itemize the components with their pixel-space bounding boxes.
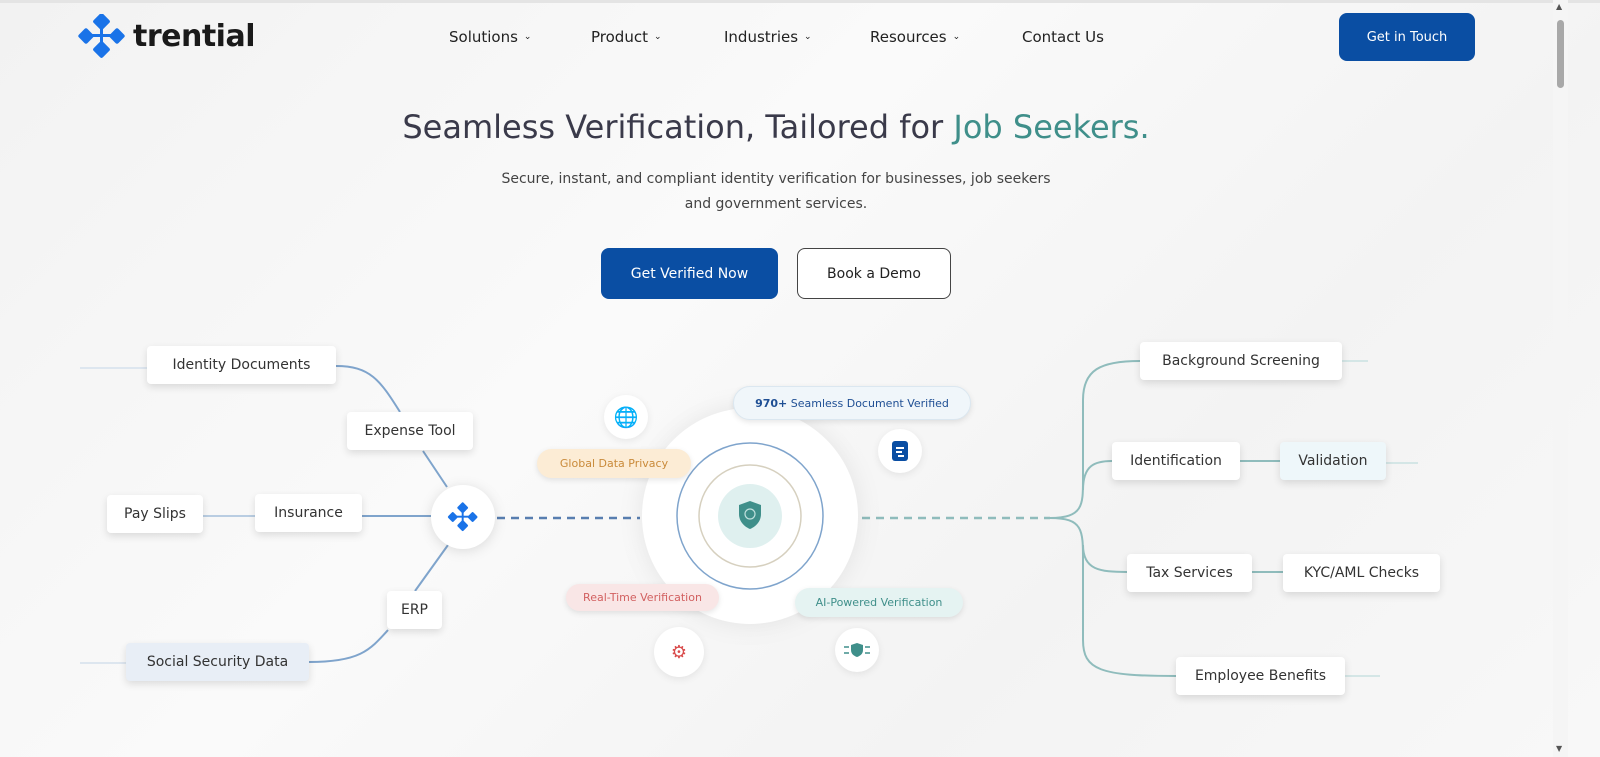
nav-contact-us[interactable]: Contact Us xyxy=(1022,28,1104,46)
nav-industries[interactable]: Industries ⌄ xyxy=(724,28,812,46)
node-employee-benefits: Employee Benefits xyxy=(1176,657,1345,695)
node-identity-documents: Identity Documents xyxy=(147,346,336,384)
trential-hub-icon xyxy=(447,502,478,531)
shield-fingerprint-icon xyxy=(739,501,761,529)
hero-title: Seamless Verification, Tailored for Job … xyxy=(0,108,1552,146)
node-background-screening: Background Screening xyxy=(1140,342,1342,380)
node-pay-slips: Pay Slips xyxy=(107,495,203,533)
nav-solutions[interactable]: Solutions ⌄ xyxy=(449,28,531,46)
chevron-down-icon: ⌄ xyxy=(804,32,812,42)
pill-real-time-verification: Real-Time Verification xyxy=(566,584,719,611)
pill-ai-powered-verification: AI-Powered Verification xyxy=(795,588,963,617)
top-border xyxy=(0,0,1600,3)
nav-label: Industries xyxy=(724,28,799,46)
chevron-down-icon: ⌄ xyxy=(653,32,662,42)
node-erp: ERP xyxy=(387,591,442,629)
get-verified-now-button[interactable]: Get Verified Now xyxy=(601,248,778,299)
workflow-check-icon: ⚙ xyxy=(654,627,704,677)
node-validation: Validation xyxy=(1280,442,1386,480)
ai-shield-icon xyxy=(835,628,879,672)
verified-count: 970+ xyxy=(755,396,788,410)
node-identification: Identification xyxy=(1112,442,1240,480)
brand-name: trential xyxy=(133,18,256,54)
node-kyc-aml-checks: KYC/AML Checks xyxy=(1283,554,1440,592)
trential-logo-icon xyxy=(78,14,125,58)
scrollbar-thumb[interactable] xyxy=(1557,20,1564,88)
scrollbar-track[interactable] xyxy=(1553,0,1568,757)
pill-global-data-privacy: Global Data Privacy xyxy=(537,449,691,478)
pill-documents-verified: 970+ Seamless Document Verified xyxy=(733,386,971,420)
get-in-touch-button[interactable]: Get in Touch xyxy=(1339,13,1475,61)
chevron-down-icon: ⌄ xyxy=(523,32,532,42)
nav-label: Resources xyxy=(870,28,947,46)
hero-subtitle: Secure, instant, and compliant identity … xyxy=(476,167,1076,217)
nav-product[interactable]: Product ⌄ xyxy=(591,28,662,46)
book-a-demo-button[interactable]: Book a Demo xyxy=(797,248,951,299)
brand-logo[interactable]: trential xyxy=(77,14,256,58)
node-social-security-data: Social Security Data xyxy=(126,643,309,681)
scroll-down-icon[interactable]: ▼ xyxy=(1556,744,1563,753)
document-icon xyxy=(878,429,922,473)
nav-label: Product xyxy=(591,28,648,46)
hero-title-accent: Job Seekers. xyxy=(953,108,1150,146)
chevron-down-icon: ⌄ xyxy=(952,32,961,42)
globe-lock-icon: 🌐 xyxy=(604,395,648,439)
nav-label: Solutions xyxy=(449,28,518,46)
subtitle-line: and government services. xyxy=(684,196,868,212)
node-insurance: Insurance xyxy=(255,494,362,532)
pill-text: 970+ Seamless Document Verified xyxy=(755,396,949,410)
node-tax-services: Tax Services xyxy=(1127,554,1252,592)
subtitle-line: Secure, instant, and compliant identity … xyxy=(501,171,1051,187)
scroll-up-icon[interactable]: ▲ xyxy=(1556,2,1563,11)
node-expense-tool: Expense Tool xyxy=(347,412,473,450)
nav-resources[interactable]: Resources ⌄ xyxy=(870,28,960,46)
hero-title-prefix: Seamless Verification, Tailored for xyxy=(402,108,954,146)
nav-label: Contact Us xyxy=(1022,28,1104,46)
